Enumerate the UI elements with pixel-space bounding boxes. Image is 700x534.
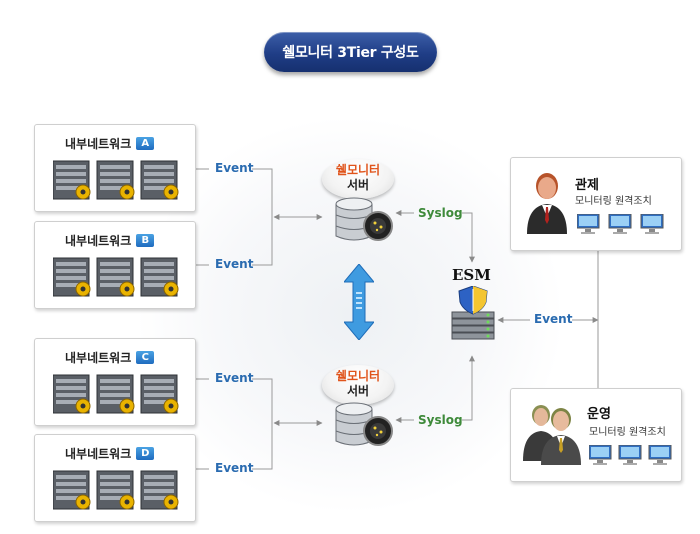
network-label: 내부네트워크 — [65, 447, 132, 461]
esm-shield-icon — [450, 285, 496, 350]
role-subtitle: 모니터링 원격조치 — [589, 427, 666, 438]
network-label: 내부네트워크 — [65, 137, 132, 151]
database-server-icon — [334, 196, 396, 250]
operator-icon — [525, 172, 569, 238]
network-label: 내부네트워크 — [65, 234, 132, 248]
event-label: Event — [534, 312, 573, 326]
operator-icon — [521, 401, 585, 469]
event-label: Event — [215, 461, 254, 475]
syslog-label: Syslog — [418, 206, 463, 220]
server-bubble: 쉘모니터 서버 — [322, 365, 394, 405]
server-rack-icon — [52, 469, 183, 515]
server-rack-icon — [52, 256, 183, 302]
network-badge: C — [136, 351, 155, 364]
network-box-c: 내부네트워크 C — [34, 338, 196, 426]
monitor-icon — [588, 444, 679, 471]
diagram-title: 쉘모니터 3Tier 구성도 — [264, 32, 437, 72]
network-label: 내부네트워크 — [65, 351, 132, 365]
server-bubble: 쉘모니터 서버 — [322, 159, 394, 199]
event-label: Event — [215, 371, 254, 385]
role-subtitle: 모니터링 원격조치 — [575, 196, 652, 207]
monitor-icon — [576, 213, 667, 240]
database-server-icon — [334, 401, 396, 455]
role-box-control: 관제 모니터링 원격조치 — [510, 157, 682, 251]
network-box-b: 내부네트워크 B — [34, 221, 196, 309]
role-title: 관제 — [575, 178, 599, 193]
server-rack-icon — [52, 159, 183, 205]
sync-arrow-icon — [342, 263, 376, 344]
network-box-d: 내부네트워크 D — [34, 434, 196, 522]
syslog-label: Syslog — [418, 413, 463, 427]
network-box-a: 내부네트워크 A — [34, 124, 196, 212]
role-box-operation: 운영 모니터링 원격조치 — [510, 388, 682, 482]
role-title: 운영 — [587, 407, 611, 422]
event-label: Event — [215, 257, 254, 271]
event-label: Event — [215, 161, 254, 175]
esm-label: ESM — [452, 266, 491, 284]
network-badge: B — [136, 234, 155, 247]
network-badge: D — [136, 447, 155, 460]
network-badge: A — [136, 137, 155, 150]
server-rack-icon — [52, 373, 183, 419]
